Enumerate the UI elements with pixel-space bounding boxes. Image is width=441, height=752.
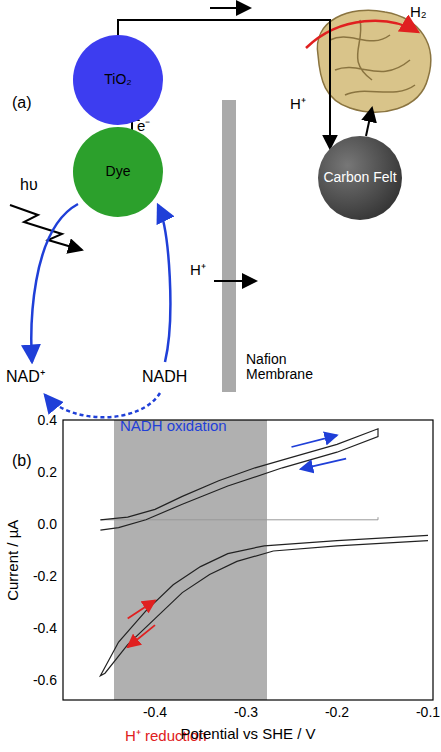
text-label: NADH oxidation [120,418,227,435]
proton-arrow [306,21,418,48]
tick-label: -0.4 [33,621,57,636]
membrane-bar [222,100,236,392]
cycle-arrow [31,204,78,362]
dye-circle: Dye [73,127,163,217]
tio2-circle: TiO₂ [73,35,163,125]
tick-label: 0.2 [38,465,57,480]
panel-label: (b) [12,452,32,470]
node-text: Dye [106,164,131,179]
electrode-circle: Carbon Felt [318,136,402,220]
axis-title: Potential vs SHE / V [180,726,315,743]
text-label: H⁺ [290,96,306,113]
axis-title: Current / µA [6,519,23,600]
plot-frame [63,420,433,700]
text-label: H⁺ [190,262,206,279]
tick-label: -0.2 [33,569,57,584]
electron-arrow [366,108,372,136]
sweep-arrow [292,435,338,447]
text-label: hυ [20,176,38,194]
tick-label: -0.3 [234,705,258,720]
sweep-arrow [128,625,155,647]
text-label: H₂ [410,4,427,21]
panel-label: (a) [12,94,32,112]
tick-label: -0.6 [33,673,57,688]
flow-arrow [210,7,250,9]
cv-curve [100,517,378,520]
tick-label: 0.0 [38,517,57,532]
node-text: TiO₂ [104,72,131,87]
cycle-arrow [45,393,160,417]
tick-label: -0.4 [143,705,167,720]
cv-curve [100,535,428,675]
sweep-arrow [301,459,347,469]
node-text: Carbon Felt [323,170,396,185]
enzyme [317,10,430,112]
sweep-arrow [128,600,155,618]
chart [63,420,433,700]
cv-curve [100,429,378,530]
tick-label: 0.4 [38,413,57,428]
text-label: NADH [142,368,187,386]
tick-label: -0.1 [416,705,440,720]
text-label: Nafion Membrane [246,352,316,383]
text-label: NAD⁺ [6,368,45,386]
proton-arrow [214,280,256,282]
tick-label: -0.2 [325,705,349,720]
cycle-arrow [158,205,170,362]
edge-label: e⁻ [137,118,150,135]
shaded-window [114,420,267,700]
